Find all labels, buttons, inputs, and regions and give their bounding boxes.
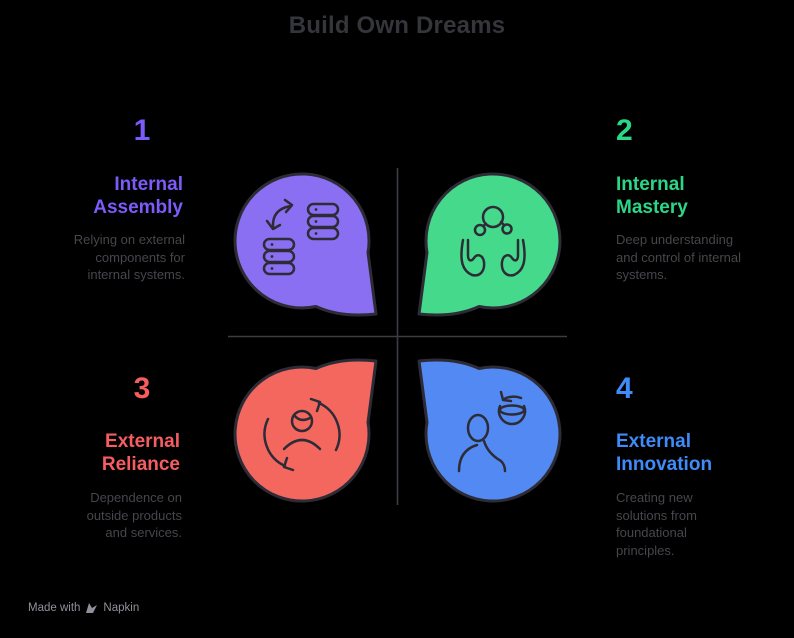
quadrant-2-description: Deep understanding and control of intern… [616,232,742,283]
quadrant-1-label: Internal Assembly [93,174,183,219]
quadrant-2-label: Internal Mastery [616,174,688,219]
page-title: Build Own Dreams [288,12,506,39]
quadrant-4-label: External Innovation [616,431,713,476]
hands-molecule-icon [460,205,526,277]
made-with-napkin-footer: Made with Napkin [28,600,139,616]
quadrant-2-number: 2 [616,114,633,147]
quadrant-3-label: External Reliance [101,431,180,476]
quadrant-4-description: Creating new solutions from foundational… [616,490,697,558]
quadrant-4-number: 4 [616,372,633,405]
bubble-external-innovation [417,358,562,503]
quadrant-3-description: Dependence on outside products and servi… [86,490,182,541]
bubble-internal-assembly [233,172,378,317]
made-with-label: Made with [28,602,81,614]
bubble-internal-mastery [417,172,562,317]
person-globe-icon [457,390,527,473]
quadrant-1-number: 1 [133,114,151,147]
quadrant-3-number: 3 [133,372,151,405]
database-sync-icon [262,198,340,276]
napkin-brand-label: Napkin [103,602,140,614]
napkin-logo-icon [86,602,98,613]
person-refresh-icon [263,397,341,472]
quadrant-1-description: Relying on external components for inter… [73,232,185,283]
